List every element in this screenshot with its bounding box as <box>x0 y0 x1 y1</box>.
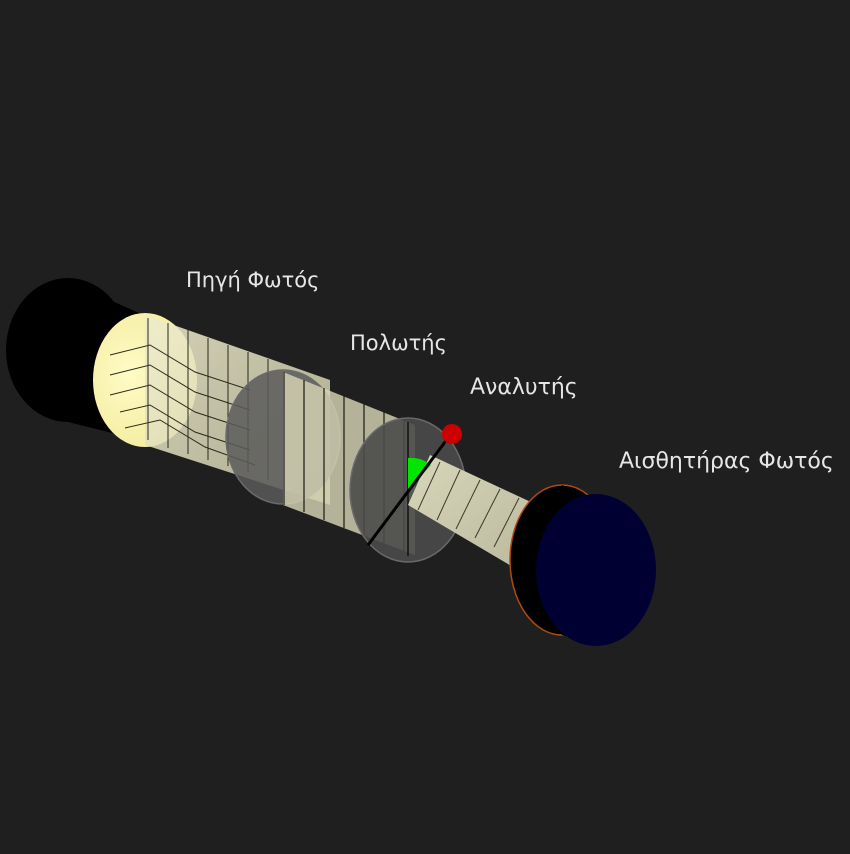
light-sensor-label: Αισθητήρας Φωτός <box>619 449 834 474</box>
polarizer-label: Πολωτής <box>350 331 447 355</box>
light-source-label: Πηγή Φωτός <box>186 268 320 292</box>
analyzer-axis-line <box>366 433 453 546</box>
light-sensor-face <box>536 494 656 646</box>
light-sensor <box>509 484 656 646</box>
analyzer-label: Αναλυτής <box>470 375 578 400</box>
analyzer-rotation-handle[interactable] <box>442 424 462 444</box>
